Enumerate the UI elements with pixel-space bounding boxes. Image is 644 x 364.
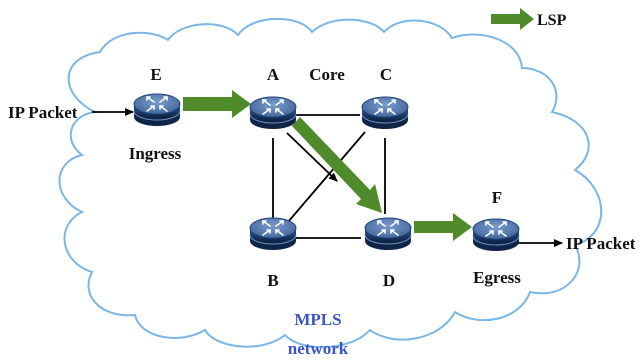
lsp-arrow-e-a — [183, 90, 251, 118]
router-a — [249, 96, 297, 130]
router-d — [364, 217, 412, 251]
router-e-label: E — [150, 65, 161, 84]
router-d-label: D — [383, 271, 395, 290]
lsp-arrow-a-d — [292, 117, 382, 213]
link-c-b — [287, 131, 366, 223]
ip-packet-in-label: IP Packet — [8, 103, 78, 122]
router-e-role: Ingress — [129, 144, 182, 163]
link-a-d-arrow — [286, 132, 338, 182]
router-f — [472, 218, 520, 252]
legend-lsp-arrow — [491, 8, 534, 30]
router-b-label: B — [267, 271, 278, 290]
router-f-label: F — [492, 188, 502, 207]
links — [272, 114, 386, 239]
router-c-label: C — [380, 65, 392, 84]
lsp-path — [183, 90, 472, 241]
router-e — [133, 93, 181, 127]
ip-packet-out-label: IP Packet — [566, 234, 636, 253]
network-label: network — [288, 339, 349, 358]
legend-lsp-label: LSP — [537, 12, 567, 29]
router-c — [361, 96, 409, 130]
router-a-label: A — [267, 65, 280, 84]
lsp-arrow-d-f — [414, 213, 472, 241]
legend: LSP — [491, 8, 567, 30]
router-b — [249, 217, 297, 251]
router-f-role: Egress — [473, 268, 521, 287]
mpls-label: MPLS — [294, 310, 341, 329]
core-label: Core — [309, 65, 345, 84]
